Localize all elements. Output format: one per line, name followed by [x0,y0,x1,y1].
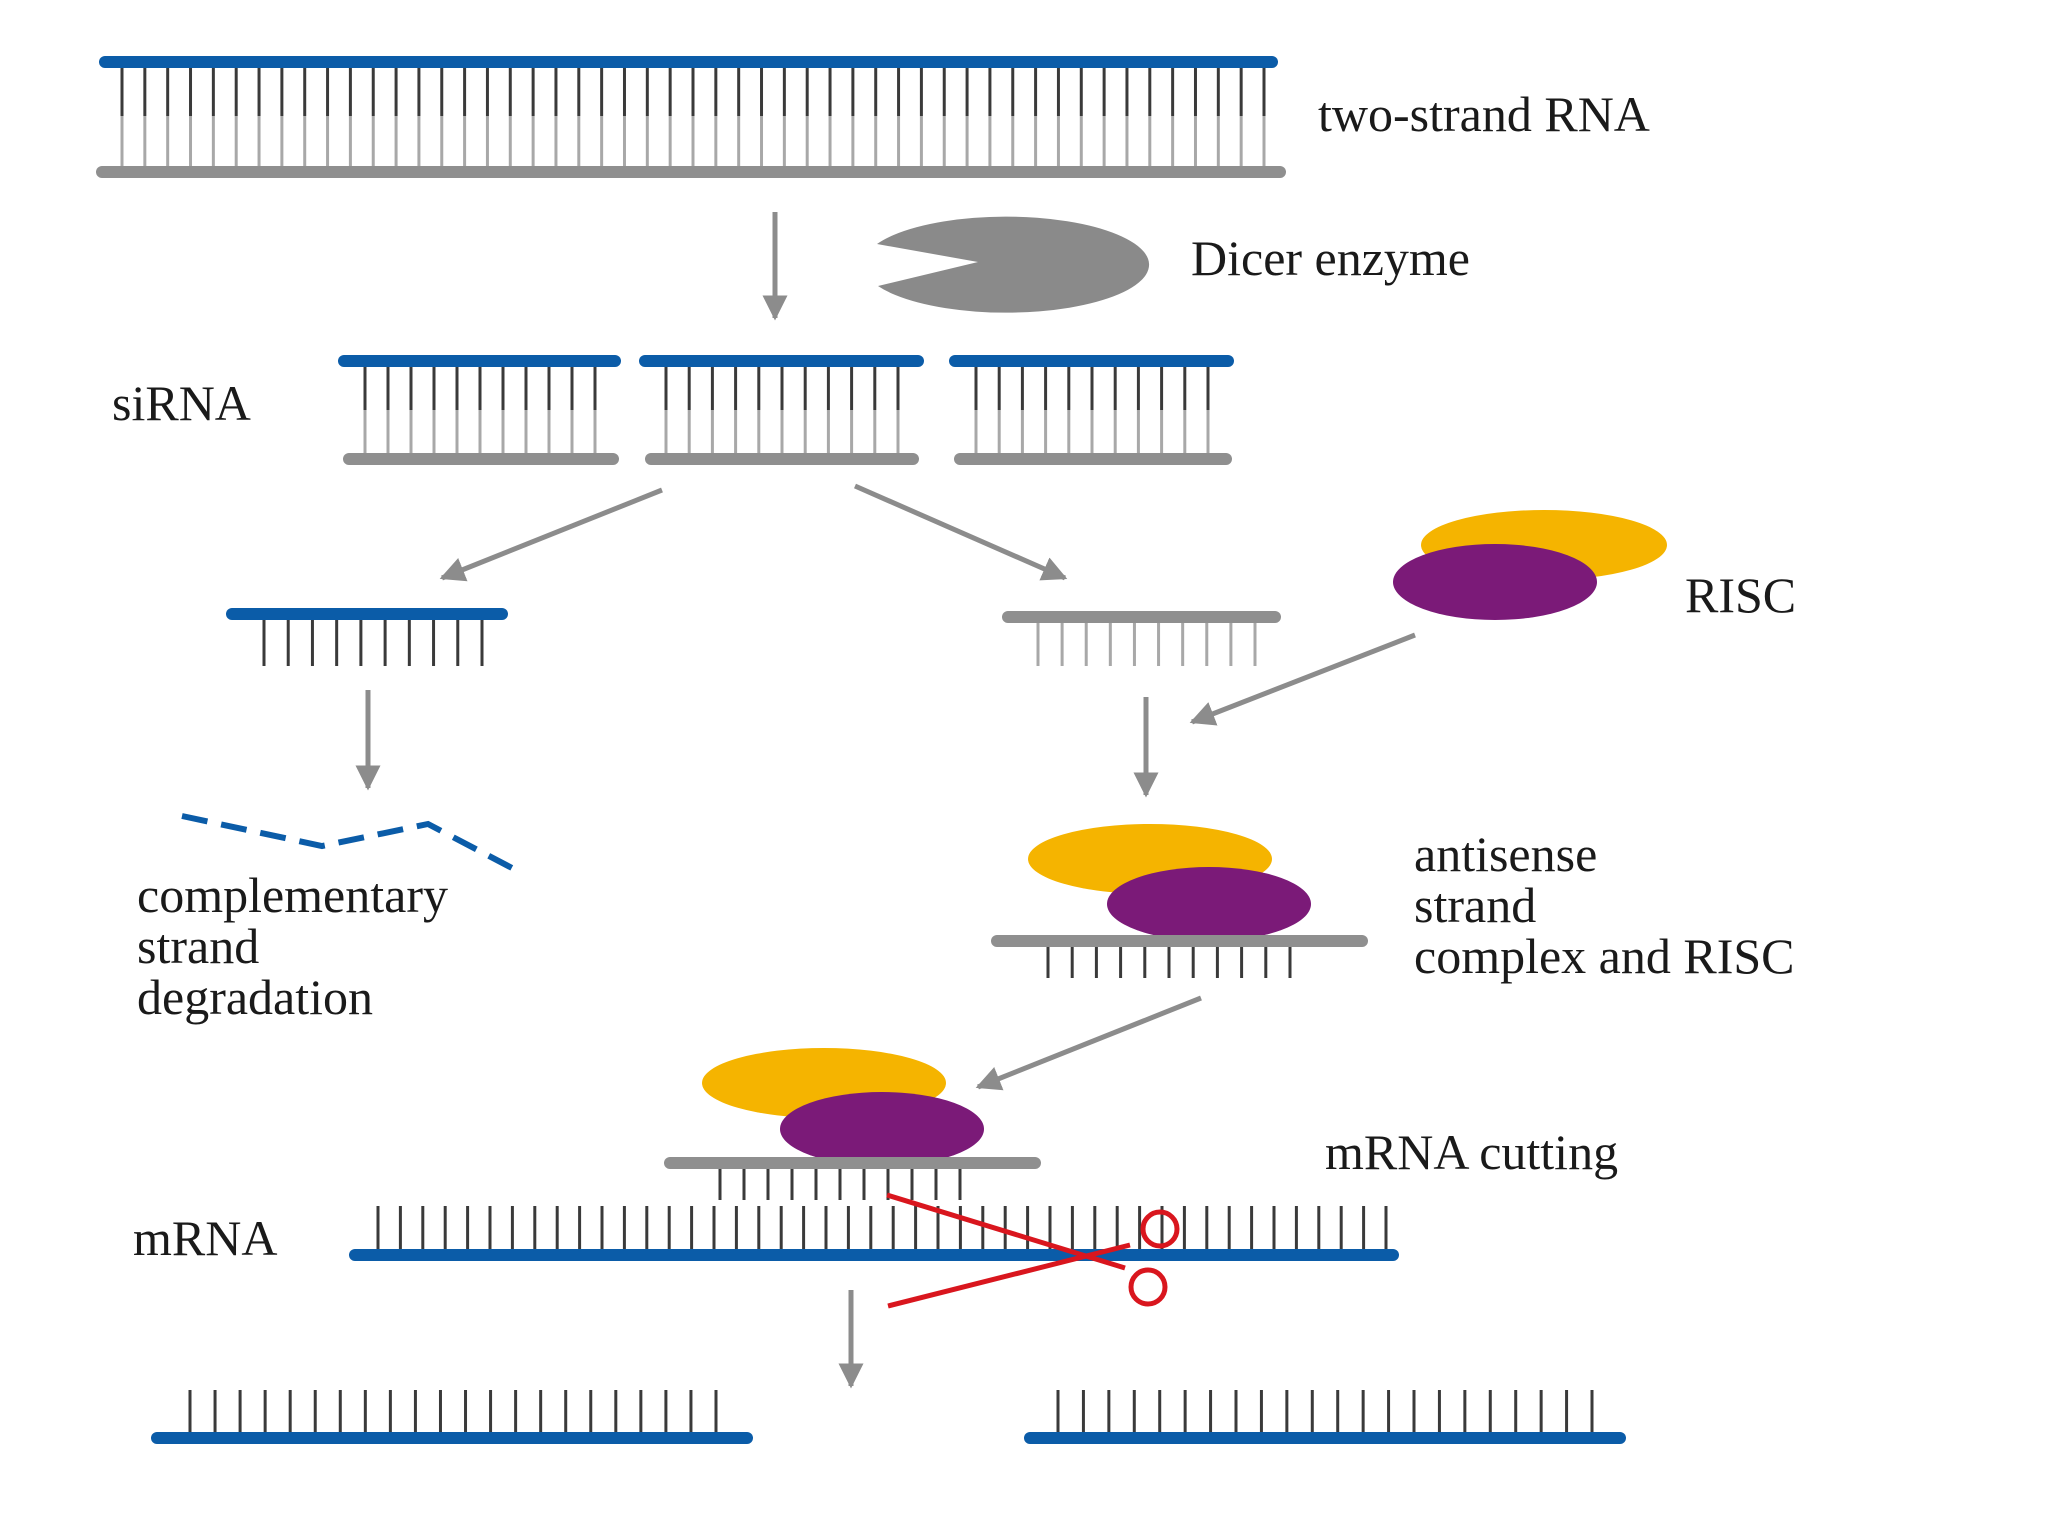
dicer-enzyme-icon [877,216,1150,313]
risc-complex [1393,510,1667,620]
two-strand-rna [96,56,1286,178]
label-antisense-line-1: antisense [1414,826,1598,882]
label-antisense-line-3: complex and RISC [1414,928,1795,984]
two-strand-rna-gray-ticks [120,116,1266,166]
label-complementary-degradation: complementary strand degradation [137,870,448,1023]
label-complementary-line-2: strand [137,918,260,974]
arrow-to-antisense-strand [853,483,1068,581]
complex-purple-subunit [1107,867,1311,941]
cleaved-mrna-left [151,1390,753,1444]
mrna-strand [349,1206,1399,1261]
label-mrna-cutting: mRNA cutting [1325,1124,1619,1180]
degraded-strand [181,813,514,871]
risc-purple-subunit [1393,544,1597,620]
label-antisense-line-2: strand [1414,877,1537,933]
label-dicer-enzyme: Dicer enzyme [1191,230,1471,286]
arrow-risc-joins [1189,632,1416,726]
label-two-strand-rna: two-strand RNA [1318,86,1650,142]
label-complementary-line-1: complementary [137,867,448,923]
two-strand-rna-blue-ticks [120,68,1266,116]
cutting-purple-subunit [780,1092,984,1166]
label-risc: RISC [1685,567,1797,623]
sense-strand [226,608,508,666]
cleaved-mrna-right [1024,1390,1626,1444]
scissors-icon [886,1192,1180,1309]
antisense-risc-complex [991,824,1368,978]
label-mrna: mRNA [133,1210,278,1266]
sirna-duplexes [338,355,1234,465]
arrow-to-mrna-binding [975,995,1202,1091]
label-sirna: siRNA [112,375,251,431]
mrna-cutting-complex [664,1048,1041,1200]
label-complementary-line-3: degradation [137,969,374,1025]
arrow-to-sense-strand [439,487,663,582]
label-antisense-complex: antisense strand complex and RISC [1414,829,1795,982]
antisense-strand [1002,611,1281,666]
